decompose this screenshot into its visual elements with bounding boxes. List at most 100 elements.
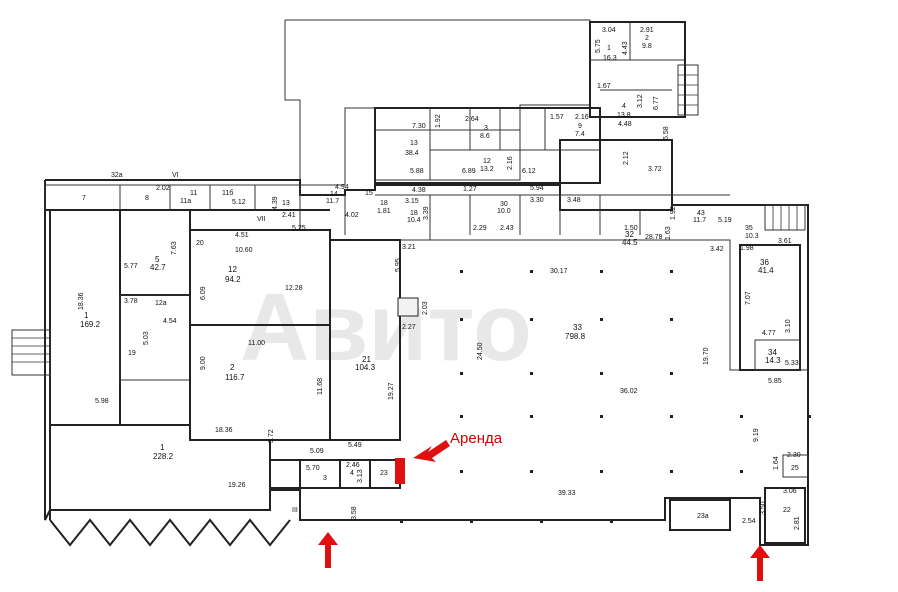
room-5 xyxy=(119,209,191,296)
dimension-label: 6.09 xyxy=(200,286,207,300)
dimension-label: 3.72 xyxy=(648,166,662,173)
room-label: III xyxy=(292,507,298,514)
dimension-label: 1.98 xyxy=(740,245,754,252)
dimension-label: 5.49 xyxy=(348,442,362,449)
dimension-label: 28.78 xyxy=(645,234,663,241)
room-label: 11а xyxy=(180,198,191,205)
room-area: 42.7 xyxy=(150,263,166,272)
dimension-label: 6.89 xyxy=(462,168,476,175)
dimension-label: 1.57 xyxy=(550,114,564,121)
dimension-label: 3.12 xyxy=(637,94,644,108)
dimension-label: 2.46 xyxy=(346,462,360,469)
dimension-label: 2.41 xyxy=(282,212,296,219)
dimension-label: 3.15 xyxy=(405,198,419,205)
room-label: 13 xyxy=(282,200,290,207)
room-number: 43 xyxy=(697,210,705,217)
dimension-label: 5.98 xyxy=(95,398,109,405)
dimension-label: 2.64 xyxy=(465,116,479,123)
dimension-label: 2.81 xyxy=(794,516,801,530)
room-label: 25 xyxy=(791,465,799,472)
dimension-label: 5.12 xyxy=(232,199,246,206)
room-label: 11б xyxy=(222,189,233,197)
room-area: 9.8 xyxy=(642,43,652,50)
dimension-label: 3.42 xyxy=(710,246,724,253)
room-number: 1 xyxy=(160,443,165,452)
right-top-stairs xyxy=(677,64,699,116)
dimension-label: 2.27 xyxy=(402,324,416,331)
dimension-label: 11.00 xyxy=(248,340,265,347)
dimension-label: 2.43 xyxy=(500,225,514,232)
dimension-label: 3.50 xyxy=(760,501,767,515)
dimension-label: 1.27 xyxy=(463,186,477,193)
room-1-large xyxy=(50,424,271,511)
facade-zigzag xyxy=(49,518,291,547)
room-area: 16.3 xyxy=(603,55,617,62)
dimension-label: 2.54 xyxy=(742,518,756,525)
room-area: 10.3 xyxy=(745,233,759,240)
rent-arrow xyxy=(413,440,450,462)
dimension-label: 5.19 xyxy=(718,217,732,224)
dimension-label: 1.81 xyxy=(377,208,391,215)
room-label: 23 xyxy=(380,470,388,477)
dimension-label: 3.04 xyxy=(602,27,616,34)
room-3 xyxy=(119,294,191,381)
room-area: 10.0 xyxy=(497,208,511,215)
dimension-label: 6.58 xyxy=(663,126,670,140)
room-label: 18 xyxy=(380,200,388,207)
dimension-label: 19.26 xyxy=(228,482,246,489)
dimension-label: 39.33 xyxy=(558,490,576,497)
right-stairs xyxy=(764,204,806,231)
dimension-label: 2.16 xyxy=(575,114,589,121)
watermark-text: Авито xyxy=(240,274,532,381)
dimension-label: 19.27 xyxy=(388,382,395,400)
dimension-label: 12.28 xyxy=(285,285,303,292)
dimension-label: 3.61 xyxy=(778,238,792,245)
room-area: 228.2 xyxy=(153,452,174,461)
room-label: 22 xyxy=(783,507,791,514)
dimension-label: 7.07 xyxy=(745,291,752,305)
dimension-label: 5.95 xyxy=(395,258,402,272)
dimension-label: 1.50 xyxy=(624,225,638,232)
room-number: 30 xyxy=(500,201,508,208)
dimension-label: 19.70 xyxy=(703,347,710,365)
dimension-label: 4.43 xyxy=(622,41,629,55)
dimension-label: 1.64 xyxy=(773,456,780,470)
columns xyxy=(400,270,811,523)
dimension-label: 9.19 xyxy=(753,428,760,442)
upper-annex xyxy=(284,19,591,186)
room-label: VI xyxy=(172,172,179,179)
dimension-label: 3.58 xyxy=(351,506,358,520)
room-area: 94.2 xyxy=(225,275,241,284)
dimension-label: 3.48 xyxy=(567,197,581,204)
rent-marker xyxy=(395,458,405,484)
room-number: 2 xyxy=(645,35,649,42)
rent-label: Аренда xyxy=(450,430,503,447)
room-26 xyxy=(764,487,806,544)
shaft xyxy=(397,297,419,317)
room-number: 2 xyxy=(230,363,235,372)
dimension-label: 3.21 xyxy=(402,244,416,251)
dimension-label: 2.30 xyxy=(787,452,801,459)
room-area: 13.2 xyxy=(480,166,494,173)
room-area: 104.3 xyxy=(355,363,376,372)
room-label: 11 xyxy=(190,190,197,197)
dimension-label: 24.50 xyxy=(477,342,484,360)
dimension-label: 10.60 xyxy=(235,247,253,254)
dimension-label: 4.38 xyxy=(412,187,426,194)
room-label: 8 xyxy=(145,195,149,202)
room-number: 1 xyxy=(607,45,611,52)
dimension-label: 4.48 xyxy=(618,121,632,128)
dimension-label: 5.09 xyxy=(310,448,324,455)
dimension-label: 5.70 xyxy=(306,465,320,472)
room-label: 7 xyxy=(82,195,86,202)
dimension-label: 9.00 xyxy=(200,356,207,370)
room-25 xyxy=(669,499,731,531)
room-number: 12 xyxy=(483,158,491,165)
dimension-label: 3.30 xyxy=(530,197,544,204)
dimension-label: 7.63 xyxy=(171,241,178,255)
room-area: 8.6 xyxy=(480,133,490,140)
dimension-label: 5.77 xyxy=(124,263,138,270)
room-number: 9 xyxy=(578,123,582,130)
room-area: 116.7 xyxy=(225,373,245,382)
